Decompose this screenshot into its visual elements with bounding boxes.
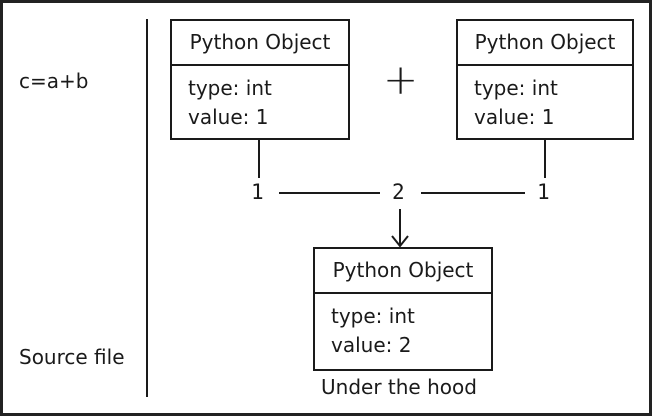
object-title: Python Object [458,21,632,66]
source-file-label: Source file [19,345,125,369]
refcount-left: 1 [251,180,264,204]
object-type: type: int [188,76,272,100]
object-title: Python Object [172,21,348,66]
object-type: type: int [331,304,415,328]
object-type: type: int [474,76,558,100]
object-value: value: 1 [188,105,269,129]
refcount-right: 1 [537,180,550,204]
object-value: value: 2 [331,333,412,357]
refcount-middle: 2 [392,180,405,204]
object-value: value: 1 [474,105,555,129]
source-code: c=a+b [19,69,89,93]
under-the-hood-caption: Under the hood [321,375,477,399]
plus-operator: + [383,55,419,104]
object-title: Python Object [315,249,491,294]
python-object-c: Python Object type: int value: 2 [313,247,493,371]
result-arrow-head [391,235,409,248]
diagram-lines [146,19,546,397]
python-object-b: Python Object type: int value: 1 [456,19,634,140]
python-object-a: Python Object type: int value: 1 [170,19,350,140]
